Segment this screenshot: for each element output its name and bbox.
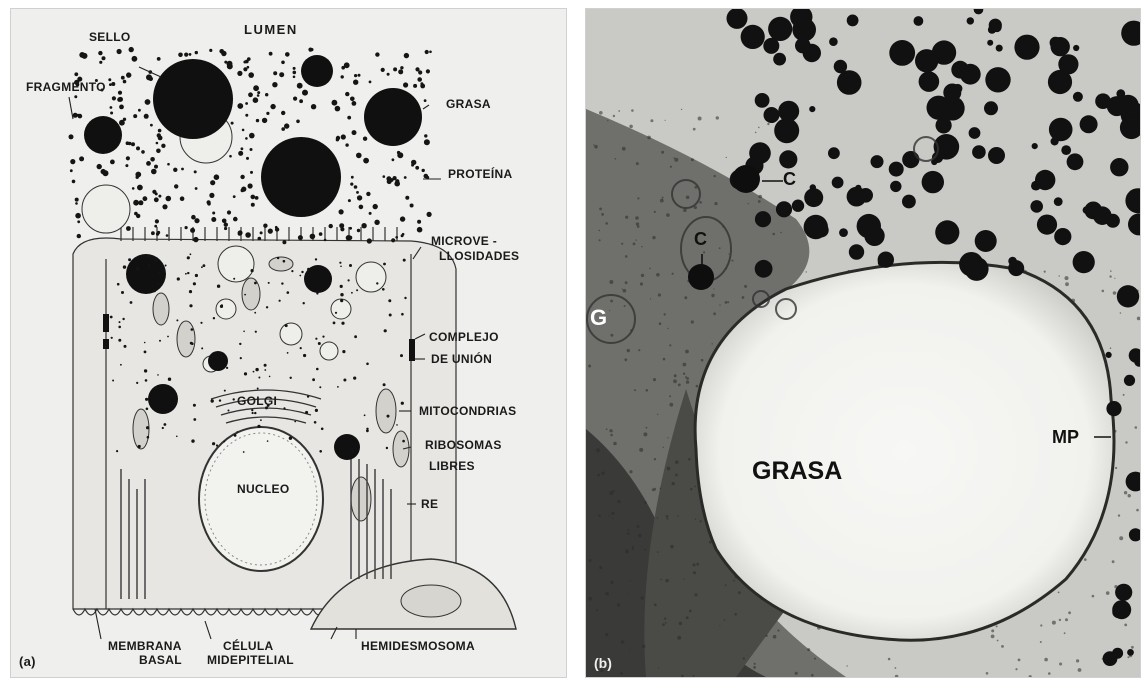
caption-a: (a) — [19, 655, 36, 668]
label-re: RE — [421, 498, 438, 511]
label-complejo-1: COMPLEJO — [429, 331, 499, 344]
label-fragmento: FRAGMENTO — [26, 81, 106, 94]
label-proteina: PROTEÍNA — [448, 168, 512, 181]
label-c-2: C — [694, 229, 707, 250]
label-g: G — [590, 305, 607, 331]
label-nucleo: NUCLEO — [237, 483, 289, 496]
label-membrana-2: BASAL — [139, 654, 182, 667]
label-mitocondrias: MITOCONDRIAS — [419, 405, 516, 418]
label-grasa-b: GRASA — [752, 457, 842, 486]
micrograph-image — [586, 9, 1140, 677]
label-microvellosidades-1: MICROVE - — [431, 235, 497, 248]
label-celula-2: MIDEPITELIAL — [207, 654, 294, 667]
label-grasa-a: GRASA — [446, 98, 491, 111]
label-sello: SELLO — [89, 31, 131, 44]
label-complejo-2: DE UNIÓN — [431, 353, 492, 366]
label-microvellosidades-2: LLOSIDADES — [439, 250, 519, 263]
label-lumen: LUMEN — [244, 23, 298, 36]
label-celula-1: CÉLULA — [223, 640, 273, 653]
label-mp: MP — [1052, 427, 1079, 448]
panel-a-schematic: LUMEN SELLO FRAGMENTO GRASA PROTEÍNA MIC… — [10, 8, 567, 678]
label-golgi: GOLGI — [237, 395, 277, 408]
caption-b: (b) — [594, 655, 612, 671]
label-membrana-1: MEMBRANA — [108, 640, 182, 653]
label-hemidesmosoma: HEMIDESMOSOMA — [361, 640, 475, 653]
panel-b-micrograph: C C G GRASA MP (b) — [585, 8, 1141, 678]
label-ribosomas-2: LIBRES — [429, 460, 475, 473]
label-c-1: C — [783, 169, 796, 190]
label-ribosomas-1: RIBOSOMAS — [425, 439, 502, 452]
